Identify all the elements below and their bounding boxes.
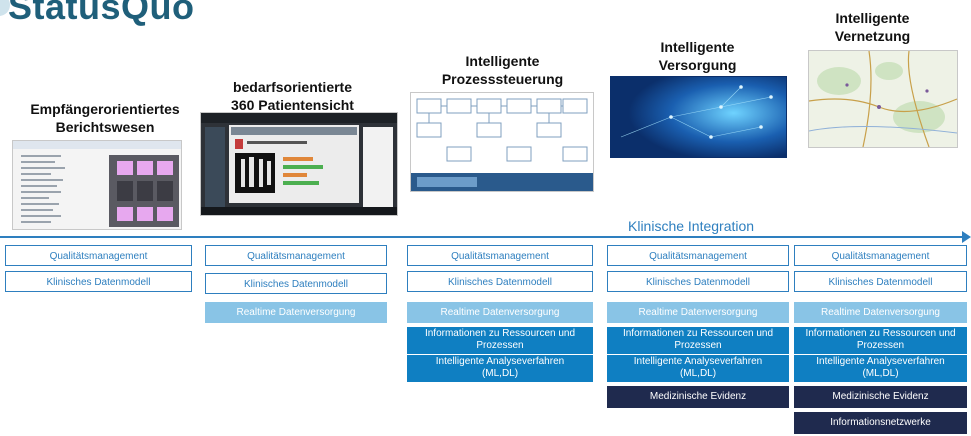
col5-intelligente-analyseverfahren: Intelligente Analyseverfahren (ML,DL) [794,355,967,382]
integration-label: Klinische Integration [628,218,755,234]
col4-klinisches-datenmodell: Klinisches Datenmodell [607,271,789,292]
col4-iav-line2: (ML,DL) [679,368,717,379]
patient-view-screenshot [200,112,398,216]
col4-irp-line1: Informationen zu Ressourcen und [622,328,774,339]
col3-informationen-ressourcen: Informationen zu Ressourcen und Prozesse… [407,327,593,354]
stage-1-title-line1: Empfängerorientiertes [30,101,180,117]
stage-3-title: Intelligente Prozesssteuerung [410,52,595,88]
stage-4-title: Intelligente Versorgung [605,38,790,74]
network-screenshot [610,76,787,158]
stage-3-title-line1: Intelligente [465,53,540,69]
col5-qualitaetsmanagement: Qualitätsmanagement [794,245,967,266]
stage-2-title-line2: 360 Patientensicht [231,97,354,113]
col3-iav-line1: Intelligente Analyseverfahren [435,356,565,367]
col3-qualitaetsmanagement: Qualitätsmanagement [407,245,593,266]
page-title: StatusQuo [8,0,195,27]
col5-iav-line2: (ML,DL) [862,368,899,379]
col2-realtime-datenversorgung: Realtime Datenversorgung [205,302,387,323]
stage-2-title-line1: bedarfsorientierte [232,79,353,95]
stage-5-title: Intelligente Vernetzung [790,9,955,45]
col4-informationen-ressourcen: Informationen zu Ressourcen und Prozesse… [607,327,789,354]
col2-klinisches-datenmodell: Klinisches Datenmodell [205,273,387,294]
stage-1-title: Empfängerorientiertes Berichtswesen [10,100,200,136]
col3-irp-line1: Informationen zu Ressourcen und [424,328,576,339]
col5-informationsnetzwerke: Informationsnetzwerke [794,412,967,434]
col5-irp-line1: Informationen zu Ressourcen und [805,328,956,339]
col3-intelligente-analyseverfahren: Intelligente Analyseverfahren (ML,DL) [407,355,593,382]
stage-5-title-line1: Intelligente [835,10,910,26]
col4-medizinische-evidenz: Medizinische Evidenz [607,386,789,408]
col5-klinisches-datenmodell: Klinisches Datenmodell [794,271,967,292]
map-screenshot [808,50,958,148]
stage-2-title: bedarfsorientierte 360 Patientensicht [200,78,385,114]
col5-informationen-ressourcen: Informationen zu Ressourcen und Prozesse… [794,327,967,354]
col4-iav-line1: Intelligente Analyseverfahren [633,356,763,367]
integration-arrow-head [962,231,971,243]
col3-realtime-datenversorgung: Realtime Datenversorgung [407,302,593,323]
col2-qualitaetsmanagement: Qualitätsmanagement [205,245,387,266]
col5-medizinische-evidenz: Medizinische Evidenz [794,386,967,408]
col5-irp-line2: Prozessen [856,340,905,351]
stage-4-title-line2: Versorgung [658,57,737,73]
process-flow-screenshot [410,92,594,192]
col1-klinisches-datenmodell: Klinisches Datenmodell [5,271,192,292]
integration-arrow-line [0,236,964,238]
col4-qualitaetsmanagement: Qualitätsmanagement [607,245,789,266]
col4-realtime-datenversorgung: Realtime Datenversorgung [607,302,789,323]
col3-irp-line2: Prozessen [476,340,524,351]
col1-qualitaetsmanagement: Qualitätsmanagement [5,245,192,266]
stage-1-title-line2: Berichtswesen [55,119,155,135]
col3-iav-line2: (ML,DL) [481,368,519,379]
stage-4-title-line1: Intelligente [660,39,735,55]
col5-realtime-datenversorgung: Realtime Datenversorgung [794,302,967,323]
stage-5-title-line2: Vernetzung [834,28,911,44]
col3-klinisches-datenmodell: Klinisches Datenmodell [407,271,593,292]
title-decoration [0,0,10,16]
col4-intelligente-analyseverfahren: Intelligente Analyseverfahren (ML,DL) [607,355,789,382]
report-screenshot [12,140,182,230]
col5-iav-line1: Intelligente Analyseverfahren [816,356,945,367]
col4-irp-line2: Prozessen [674,340,722,351]
stage-3-title-line2: Prozesssteuerung [441,71,564,87]
